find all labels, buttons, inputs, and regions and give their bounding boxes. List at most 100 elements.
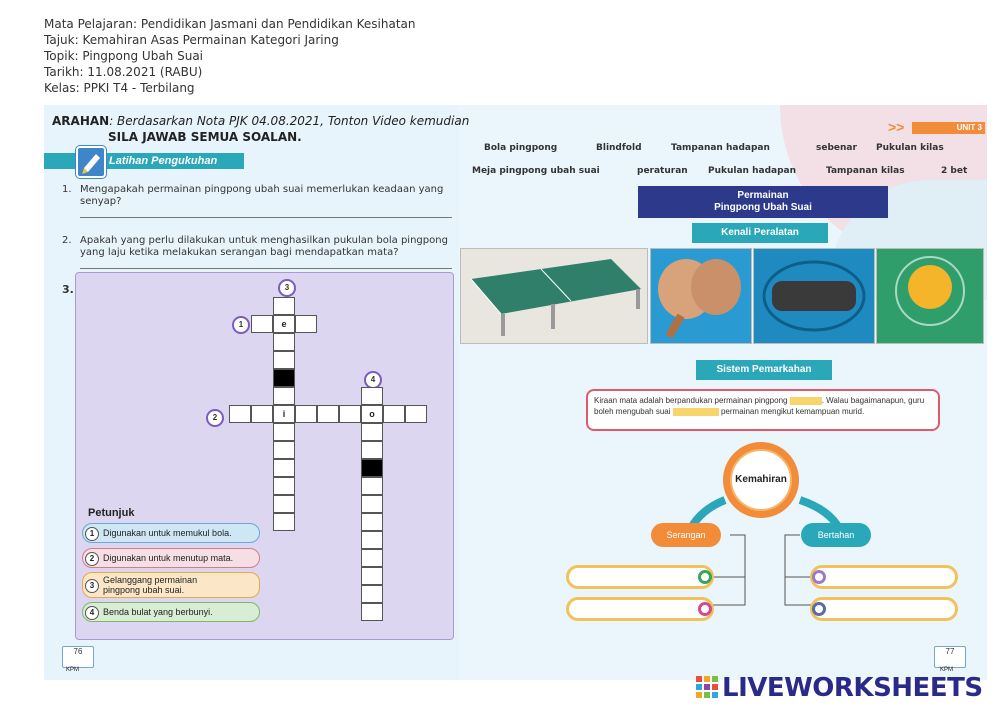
serangan-answer-1[interactable] — [566, 565, 714, 589]
kenali-ribbon: Kenali Peralatan — [692, 223, 828, 243]
word-bank-item: Pukulan hadapan — [708, 166, 797, 176]
purple-dot-icon — [812, 570, 826, 584]
hints-title: Petunjuk — [88, 507, 135, 519]
word-bank-item: Tampanan kilas — [826, 166, 905, 176]
q2-text: Apakah yang perlu dilakukan untuk mengha… — [80, 235, 448, 258]
word-bank-item: Meja pingpong ubah suai — [472, 166, 600, 176]
crossword-cell[interactable] — [273, 513, 295, 531]
crossword-cell[interactable] — [361, 585, 383, 603]
crossword-cell[interactable] — [273, 477, 295, 495]
blank-highlight[interactable] — [789, 396, 822, 405]
crossword-cell[interactable] — [229, 405, 251, 423]
crossword-cell[interactable] — [361, 441, 383, 459]
crossword-cell[interactable] — [251, 405, 273, 423]
word-bank-item: Tampanan hadapan — [671, 143, 770, 153]
crossword-cell[interactable] — [251, 315, 273, 333]
q2-answer-line[interactable] — [80, 268, 452, 269]
photo-blindfold — [753, 248, 875, 344]
blank-highlight[interactable] — [672, 407, 719, 416]
crossword-cell[interactable] — [383, 405, 405, 423]
crossword-cell[interactable] — [339, 405, 361, 423]
q2-number: 2. — [62, 235, 72, 246]
clue-number-1: 1 — [232, 316, 250, 334]
clue-number-2: 2 — [206, 409, 224, 427]
crossword-cell[interactable] — [361, 549, 383, 567]
scoring-box: Kiraan mata adalah berpandukan permainan… — [586, 389, 940, 431]
crossword-cell[interactable] — [317, 405, 339, 423]
kemahiran-node: Kemahiran — [730, 449, 792, 511]
instruction: ARAHAN: Berdasarkan Nota PJK 04.08.2021,… — [52, 114, 470, 128]
crossword-cell[interactable] — [273, 441, 295, 459]
q1-answer-line[interactable] — [80, 217, 452, 218]
bertahan-answer-1[interactable] — [810, 565, 958, 589]
kpm-book-icon-right: 77 — [934, 646, 966, 668]
liveworksheets-logo-text: LIVEWORKSHEETS — [722, 673, 983, 703]
crossword-cell[interactable] — [273, 333, 295, 351]
q1-text: Mengapakah permainan pingpong ubah suai … — [80, 184, 444, 207]
pencil-icon — [76, 146, 106, 178]
crossword-cell[interactable] — [273, 423, 295, 441]
q3-number: 3. — [62, 283, 74, 296]
crossword-cell[interactable] — [295, 315, 317, 333]
crossword-cell[interactable] — [361, 531, 383, 549]
unit-badge: UNIT 3 — [912, 122, 985, 134]
crossword-cell[interactable] — [361, 567, 383, 585]
crossword-cell[interactable]: e — [273, 315, 295, 333]
crossword-cell[interactable] — [361, 387, 383, 405]
crossword-cell[interactable] — [361, 495, 383, 513]
crossword-cell[interactable] — [361, 423, 383, 441]
header-date: Tarikh: 11.08.2021 (RABU) — [44, 65, 203, 79]
crossword-blank — [361, 459, 383, 477]
blue-dot-icon — [812, 602, 826, 616]
word-bank-item: Blindfold — [596, 143, 642, 153]
clue-number-3: 3 — [278, 279, 296, 297]
liveworksheets-logo-icon — [696, 676, 718, 698]
photo-bats — [650, 248, 752, 344]
crossword-cell[interactable] — [273, 495, 295, 513]
sistem-ribbon: Sistem Pemarkahan — [696, 360, 832, 380]
crossword-blank — [273, 369, 295, 387]
header-subject: Mata Pelajaran: Pendidikan Jasmani dan P… — [44, 17, 416, 31]
word-bank-item: 2 bet — [941, 166, 968, 176]
crossword-cell[interactable] — [273, 351, 295, 369]
photo-table — [460, 248, 648, 344]
header-topic: Topik: Pingpong Ubah Suai — [44, 49, 203, 63]
crossword-cell[interactable] — [295, 405, 317, 423]
title-line-2: Pingpong Ubah Suai — [714, 202, 812, 213]
q1-number: 1. — [62, 184, 72, 195]
crossword-cell[interactable] — [361, 603, 383, 621]
title-line-1: Permainan — [737, 190, 789, 201]
serangan-answer-2[interactable] — [566, 597, 714, 621]
kpm-book-icon-left: 76 — [62, 646, 94, 668]
crossword-cell[interactable] — [273, 459, 295, 477]
title-banner: Permainan Pingpong Ubah Suai — [638, 186, 888, 218]
pink-dot-icon — [698, 602, 712, 616]
instruction-bold: SILA JAWAB SEMUA SOALAN. — [108, 130, 302, 144]
kpm-label-left: KPM — [66, 667, 80, 673]
word-bank-item: peraturan — [637, 166, 688, 176]
crossword-cell[interactable]: i — [273, 405, 295, 423]
word-bank-item: Pukulan kilas — [876, 143, 944, 153]
word-bank-item: sebenar — [816, 143, 857, 153]
crossword-cell[interactable] — [273, 297, 295, 315]
header-class: Kelas: PPKI T4 - Terbilang — [44, 81, 195, 95]
serangan-node: Serangan — [651, 523, 721, 547]
bertahan-node: Bertahan — [801, 523, 871, 547]
kpm-label-right: KPM — [940, 667, 954, 673]
bertahan-answer-2[interactable] — [810, 597, 958, 621]
crossword-cell[interactable]: o — [361, 405, 383, 423]
green-dot-icon — [698, 570, 712, 584]
crossword-cell[interactable] — [405, 405, 427, 423]
word-bank-item: Bola pingpong — [484, 143, 558, 153]
section-banner: Latihan Pengukuhan — [44, 153, 244, 169]
crossword-cell[interactable] — [273, 387, 295, 405]
crossword-cell[interactable] — [361, 477, 383, 495]
chevrons-icon: >> — [888, 119, 905, 135]
crossword-cell[interactable] — [361, 513, 383, 531]
photo-ball — [876, 248, 984, 344]
header-title: Tajuk: Kemahiran Asas Permainan Kategori… — [44, 33, 339, 47]
